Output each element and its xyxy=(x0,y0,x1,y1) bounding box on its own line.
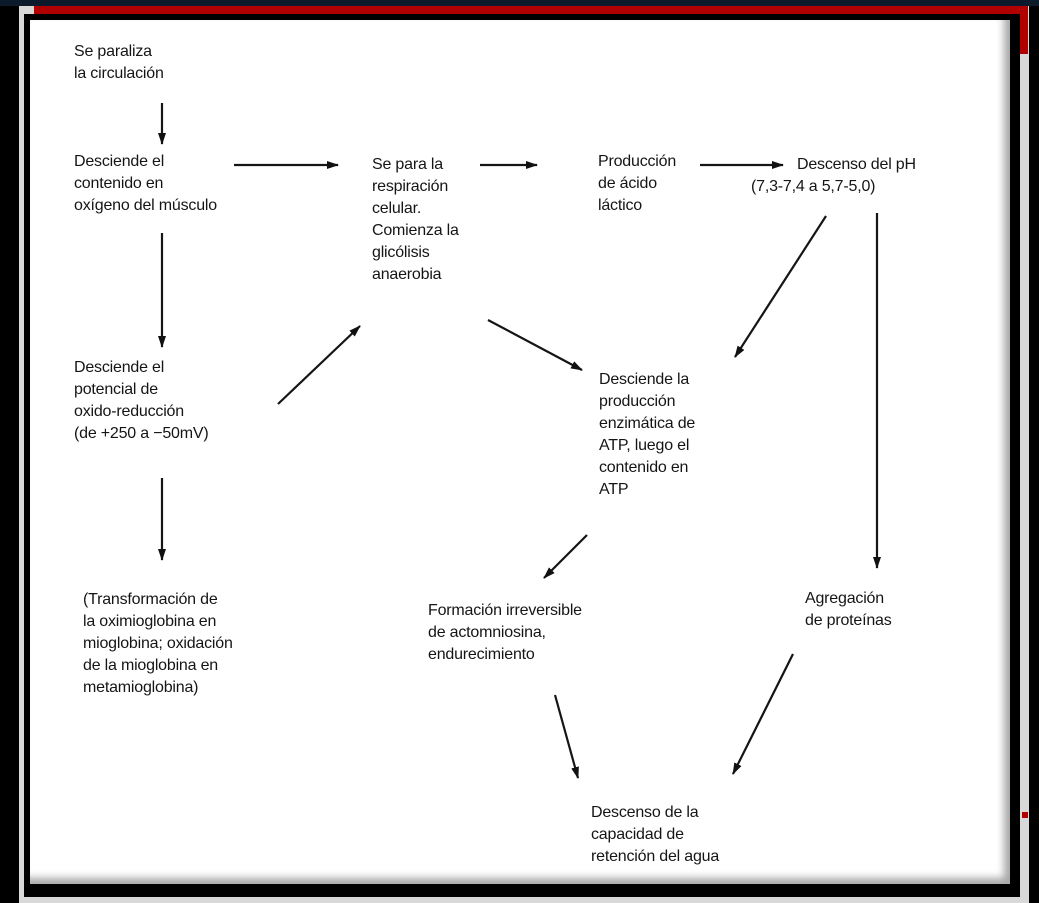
node-oxigeno: Desciende el contenido en oxígeno del mú… xyxy=(74,153,217,214)
node-circulacion: Se paraliza la circulación xyxy=(74,43,164,82)
red-accent-mark xyxy=(1022,812,1028,818)
node-ph-range: (7,3-7,4 a 5,7-5,0) xyxy=(751,178,876,195)
node-retencion: Descenso de la capacidad de retención de… xyxy=(591,804,720,865)
node-actomiosina: Formación irreversible de actomniosina, … xyxy=(428,602,582,663)
node-proteinas: Agregación de proteínas xyxy=(805,590,892,629)
node-ph-title: Descenso del pH xyxy=(797,156,916,173)
node-respiracion: Se para la respiración celular. Comienza… xyxy=(372,156,459,283)
node-mioglobina: (Transformación de la oximioglobina en m… xyxy=(83,591,233,696)
top-strip xyxy=(0,0,1039,6)
diagram-panel xyxy=(30,20,1010,884)
node-potencial: Desciende el potencial de oxido-reducció… xyxy=(74,359,209,442)
node-atp: Desciende la producción enzimática de AT… xyxy=(599,371,696,498)
red-accent-band xyxy=(34,6,1028,14)
node-acido: Producción de ácido láctico xyxy=(598,153,677,214)
red-accent-side xyxy=(1020,6,1028,54)
